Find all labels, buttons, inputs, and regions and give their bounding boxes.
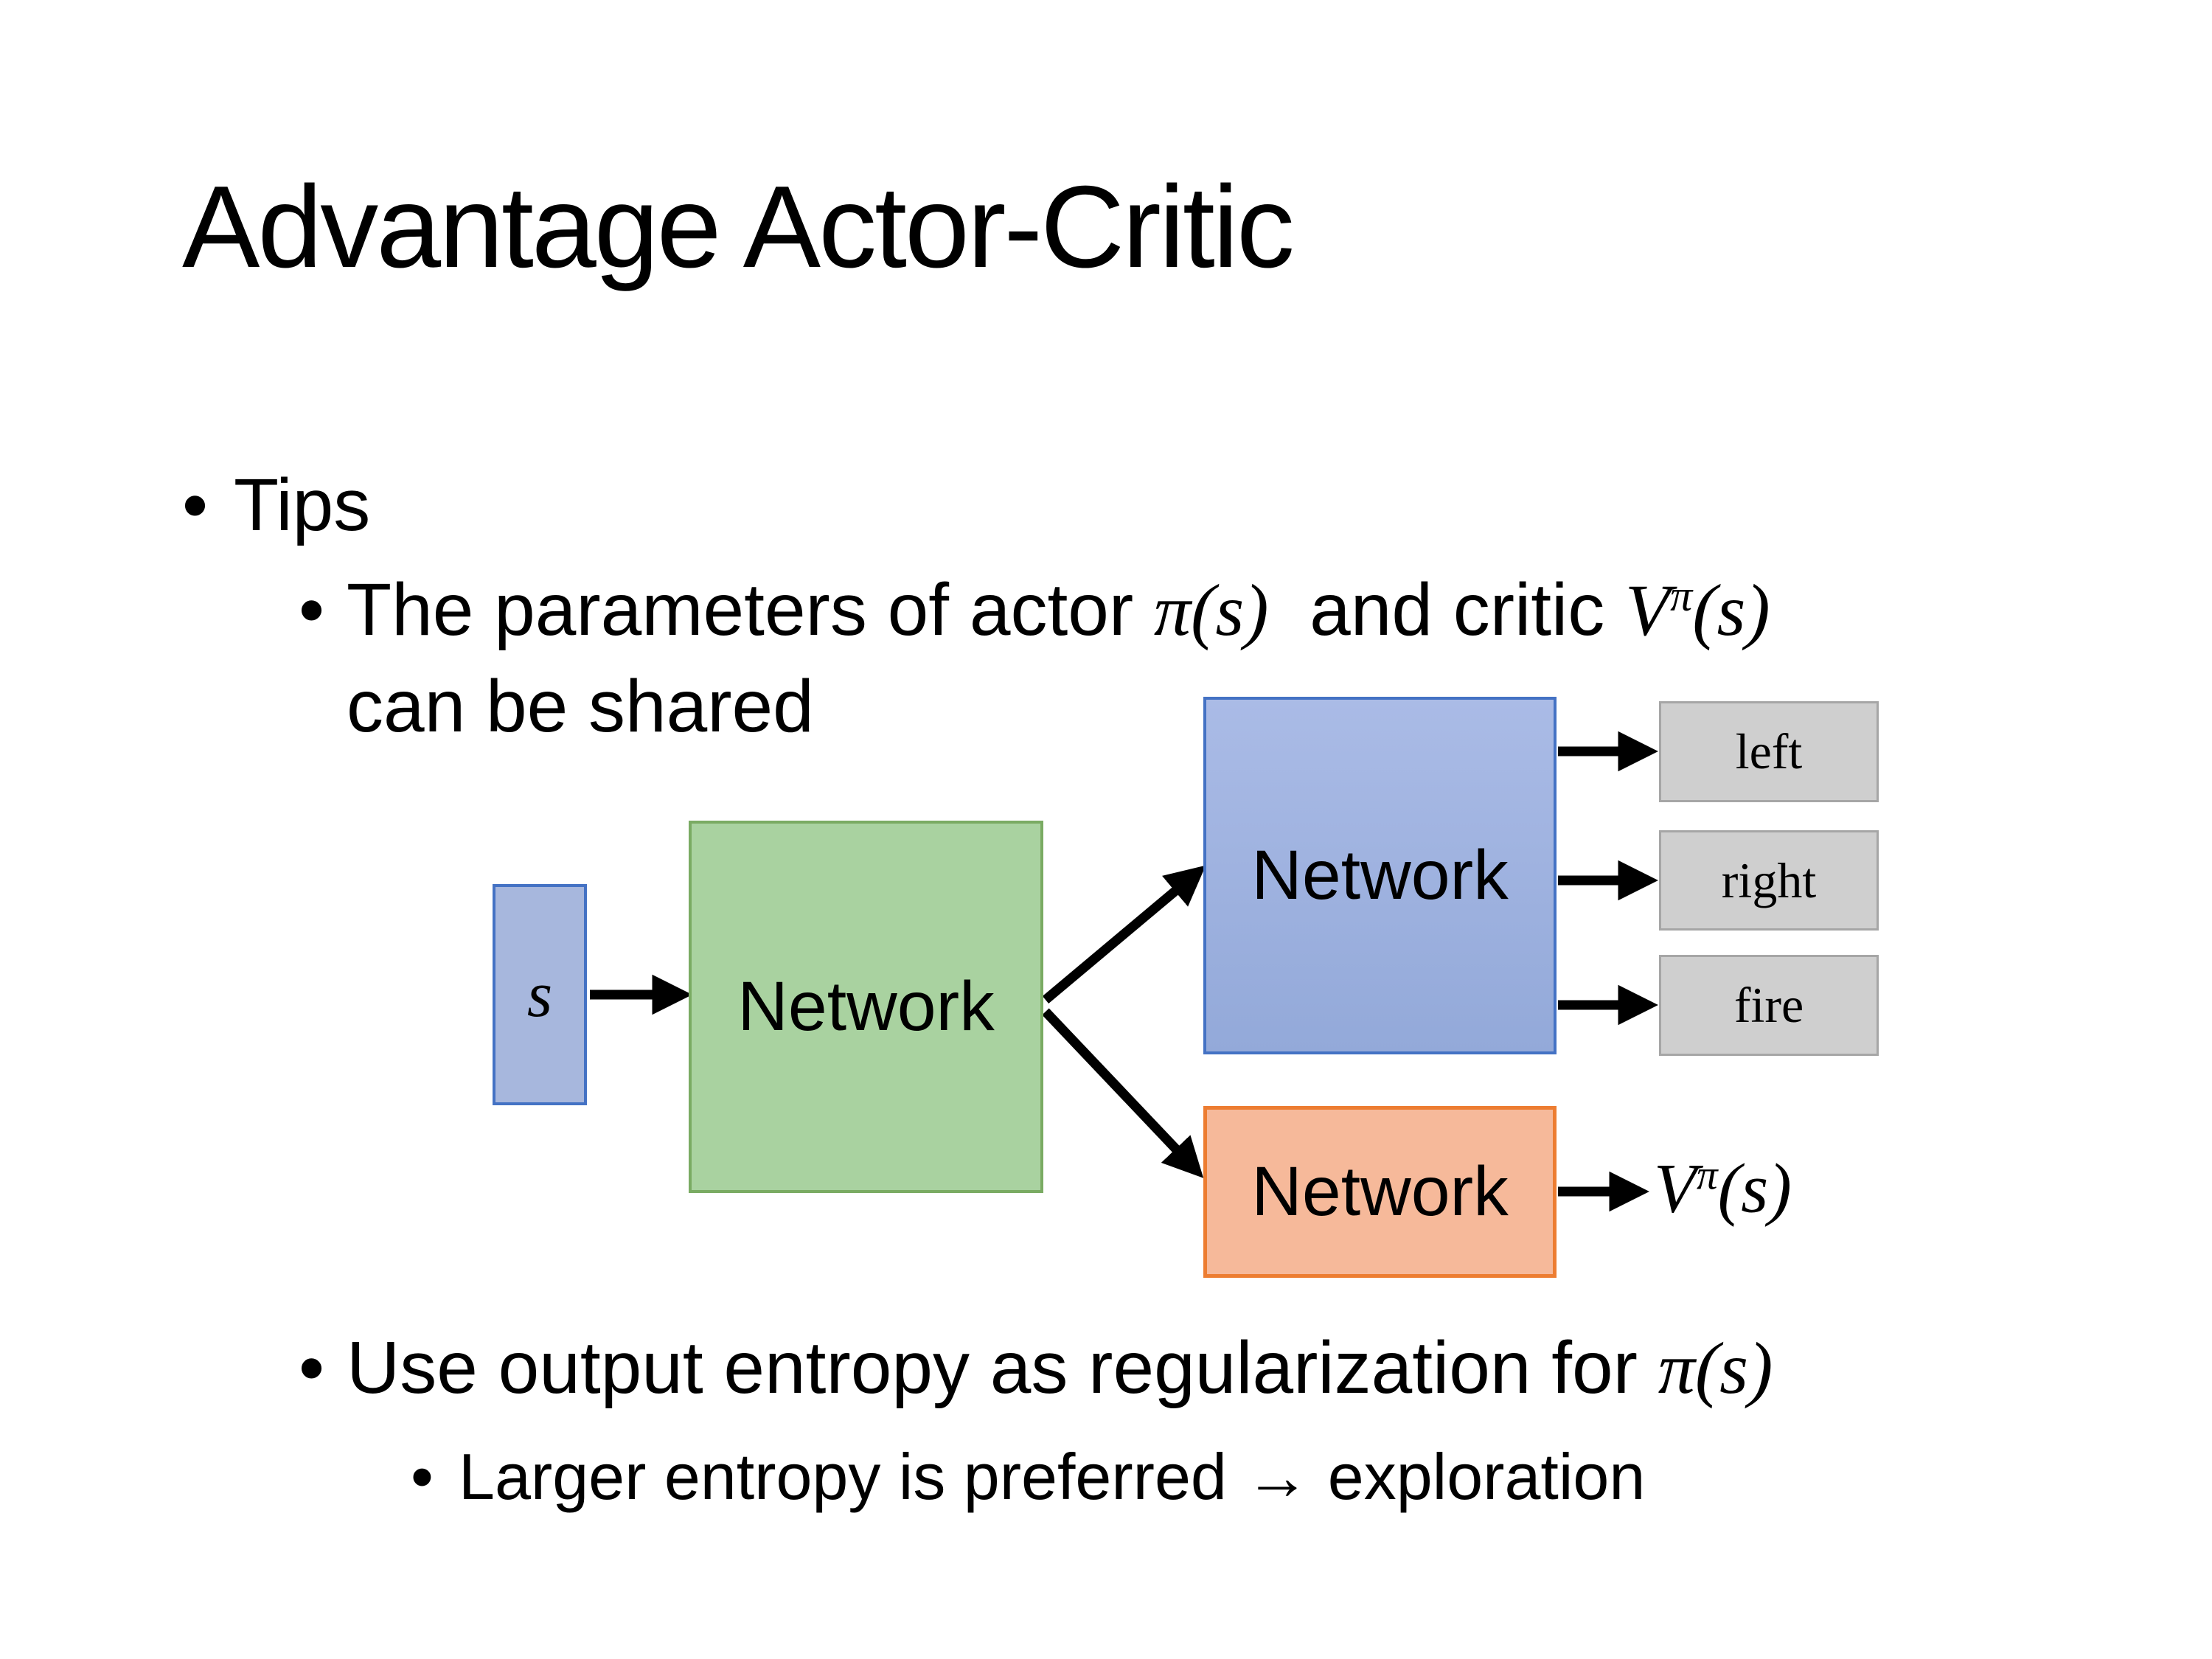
slide-title: Advantage Actor-Critic bbox=[182, 162, 1295, 292]
bullet-shared-text: The parameters of actor π(s) and critic … bbox=[347, 562, 1770, 754]
action-box-fire: fire bbox=[1659, 955, 1879, 1056]
bullet-exploration-label: Larger entropy is preferred → exploratio… bbox=[459, 1440, 1646, 1513]
action-label-left: left bbox=[1735, 723, 1803, 779]
actor-policy-math: π(s) bbox=[1153, 569, 1269, 651]
shared-network-label: Network bbox=[737, 967, 995, 1046]
critic-value-args: (s) bbox=[1692, 569, 1770, 651]
actor-network-box: Network bbox=[1203, 697, 1557, 1054]
value-output-base: V bbox=[1654, 1149, 1697, 1228]
shared-prefix: The parameters of actor bbox=[347, 568, 1154, 651]
entropy-policy-math: π(s) bbox=[1658, 1327, 1773, 1409]
critic-network-box: Network bbox=[1203, 1106, 1557, 1278]
bullet-entropy-regularization: • Use output entropy as regularization f… bbox=[299, 1326, 1773, 1411]
entropy-prefix: Use output entropy as regularization for bbox=[347, 1326, 1658, 1409]
state-input-label: s bbox=[526, 959, 553, 1031]
critic-value-base: V bbox=[1625, 569, 1671, 651]
arrow-shared-to-actor-network bbox=[1042, 865, 1206, 1004]
action-box-left: left bbox=[1659, 701, 1879, 802]
bullet-dot: • bbox=[411, 1440, 434, 1513]
value-output-args: (s) bbox=[1717, 1149, 1792, 1228]
shared-middle: and critic bbox=[1268, 568, 1626, 651]
bullet-dot: • bbox=[299, 1326, 325, 1409]
state-input-box: s bbox=[493, 884, 587, 1105]
shared-network-box: Network bbox=[689, 821, 1043, 1193]
arrow-shared-to-critic-network bbox=[1042, 1008, 1204, 1178]
action-label-right: right bbox=[1721, 852, 1817, 908]
bullet-shared-parameters: • The parameters of actor π(s) and criti… bbox=[299, 562, 1770, 754]
action-box-right: right bbox=[1659, 830, 1879, 931]
bullet-dot: • bbox=[182, 464, 209, 546]
action-label-fire: fire bbox=[1733, 977, 1804, 1033]
bullet-exploration: • Larger entropy is preferred → explorat… bbox=[411, 1439, 1645, 1514]
bullet-shared-line1: The parameters of actor π(s) and critic … bbox=[347, 568, 1770, 651]
actor-network-label: Network bbox=[1251, 836, 1509, 914]
critic-value-output: Vπ(s) bbox=[1654, 1148, 1792, 1229]
critic-value-superscript: π bbox=[1670, 571, 1693, 620]
critic-network-label: Network bbox=[1251, 1152, 1509, 1231]
bullet-dot: • bbox=[299, 568, 325, 651]
bullet-entropy-text: Use output entropy as regularization for… bbox=[347, 1326, 1773, 1411]
value-output-superscript: π bbox=[1697, 1152, 1718, 1199]
bullet-shared-line2: can be shared bbox=[347, 665, 814, 748]
bullet-tips-label: Tips bbox=[234, 464, 371, 546]
bullet-tips: • Tips bbox=[182, 463, 370, 548]
